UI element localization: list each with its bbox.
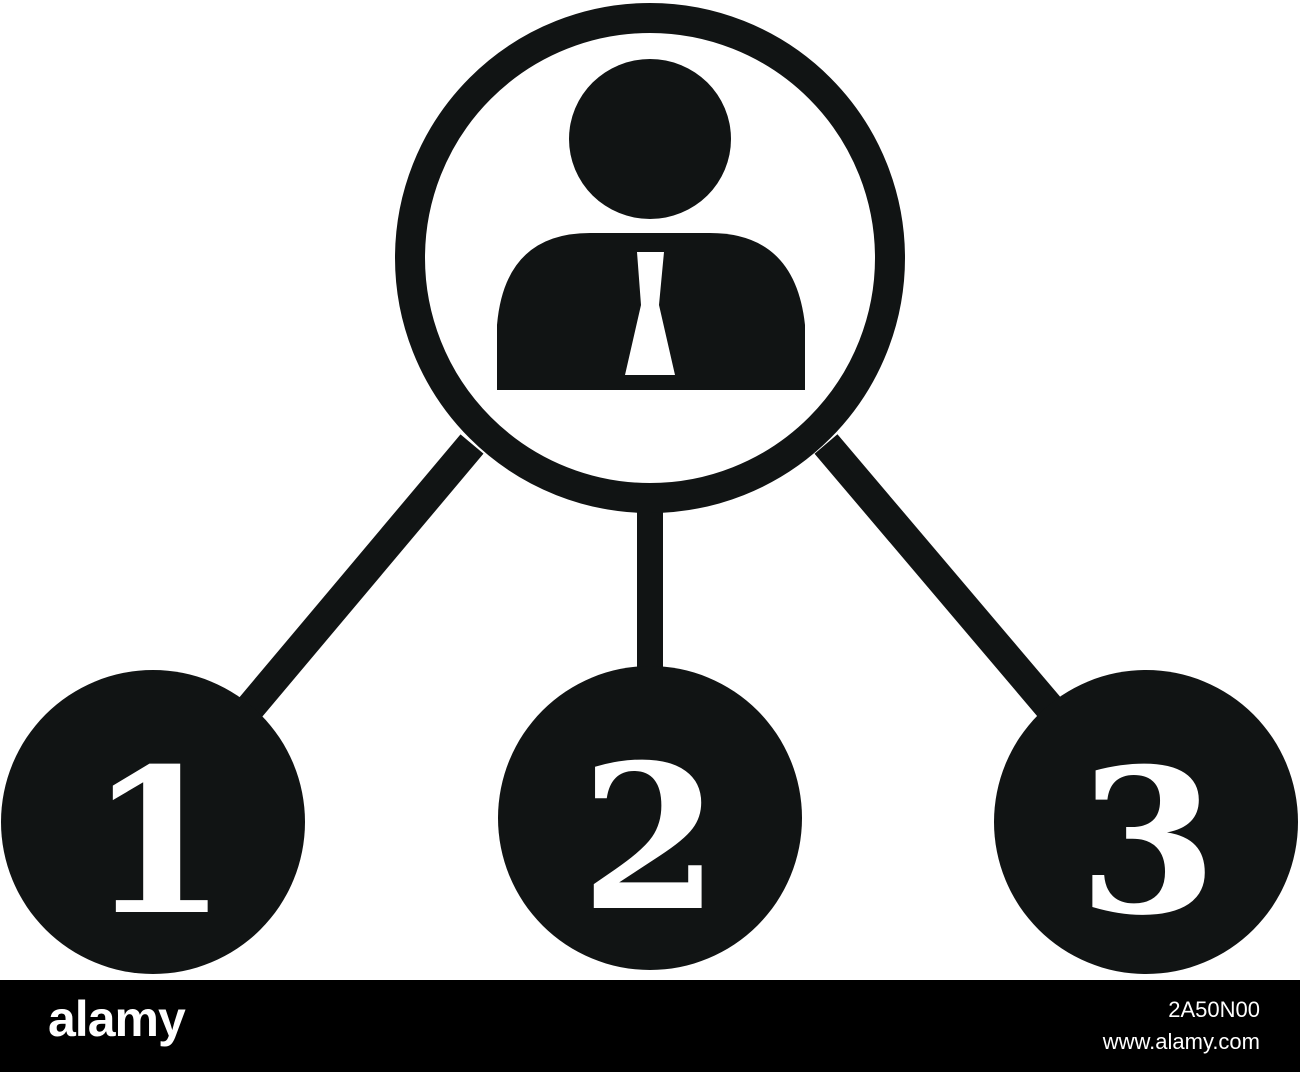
team-number-2: 2 [580,721,719,956]
team-circle-1 [1,670,305,974]
connector-line-right [814,434,1062,718]
tie-shape [625,252,675,375]
image-id: 2A50N00 [1168,997,1260,1022]
team-number-1: 1 [88,725,227,960]
manager-node [395,3,905,513]
site-url: www.alamy.com [1102,1029,1260,1054]
team-node-2: 2 [498,666,802,970]
team-circle-2 [498,666,802,970]
manager-circle [395,3,905,513]
head-shape [569,59,731,219]
watermark-footer: alamy 2A50N00 www.alamy.com [0,980,1300,1072]
team-node-1: 1 [1,670,305,974]
footer-info: 2A50N00 www.alamy.com [1103,994,1260,1058]
connector-line-left [238,434,484,718]
team-node-3: 3 [994,670,1298,974]
diagram-canvas: 1 2 3 [1,3,1298,974]
team-number-3: 3 [1078,725,1217,960]
alamy-logo: alamy [48,991,186,1047]
businessman-icon [497,59,805,390]
team-circle-3 [994,670,1298,974]
